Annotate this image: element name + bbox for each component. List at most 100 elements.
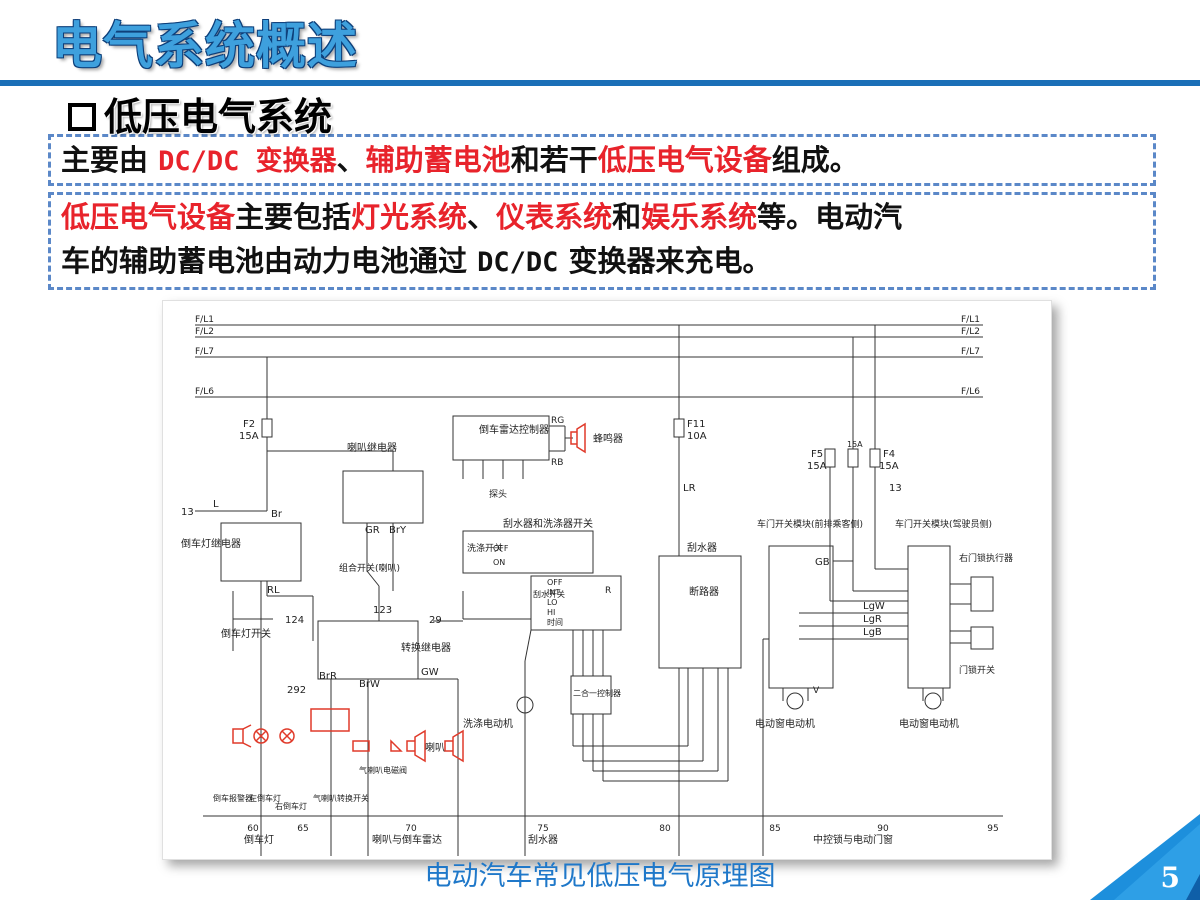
fuse-f2-rating: 15A bbox=[239, 431, 259, 442]
axis-tick-90: 90 bbox=[877, 824, 889, 834]
wiper-motor-label: 刮水器 bbox=[687, 541, 717, 554]
horn-label: 喇叭 bbox=[425, 742, 445, 754]
wire-label-r: R bbox=[605, 586, 611, 596]
highlight-lighting: 灯光系统 bbox=[351, 200, 468, 234]
wiper-mode-int: INT bbox=[547, 588, 560, 597]
bus-label-fl6-left: F/L6 bbox=[195, 387, 214, 397]
wire-label-v: V bbox=[813, 686, 820, 696]
fuse-f4-rating: 15A bbox=[879, 461, 899, 472]
fuse-f11-label: F11 bbox=[687, 419, 705, 430]
fuse-f3-rating: 15A bbox=[847, 440, 863, 449]
bus-label-fl1-right: F/L1 bbox=[961, 315, 980, 325]
text-run: 主要由 bbox=[61, 143, 159, 177]
combo-controller-label: 二合一控制器 bbox=[573, 688, 621, 698]
section-label-wiper: 刮水器 bbox=[528, 833, 558, 846]
section-heading: 低压电气系统 bbox=[68, 92, 332, 142]
node-13-left: 13 bbox=[181, 507, 194, 518]
fuse-f5-rating: 15A bbox=[807, 461, 827, 472]
bus-label-fl1-left: F/L1 bbox=[195, 315, 214, 325]
fuse-f4-label: F4 bbox=[883, 449, 895, 460]
door-module-passenger-label: 车门开关模块(前排乘客侧) bbox=[757, 518, 863, 530]
section-label-horn-radar: 喇叭与倒车雷达 bbox=[372, 833, 442, 846]
window-motor-1-label: 电动窗电动机 bbox=[755, 717, 815, 730]
text-run: 、 bbox=[467, 200, 497, 234]
wiper-mode-off: OFF bbox=[547, 578, 563, 587]
section-label-reverse-light: 倒车灯 bbox=[244, 833, 274, 846]
slide-title: 电气系统概述 bbox=[52, 17, 358, 75]
intro-paragraph-box: 主要由 DC/DC 变换器、辅助蓄电池和若干低压电气设备组成。 bbox=[48, 134, 1156, 186]
intro-paragraph: 主要由 DC/DC 变换器、辅助蓄电池和若干低压电气设备组成。 bbox=[51, 137, 1153, 185]
washer-motor-label: 洗涤电动机 bbox=[463, 717, 513, 730]
fuse-f5-label: F5 bbox=[811, 449, 823, 460]
wire-label-lgb: LgB bbox=[863, 627, 882, 638]
bus-label-fl6-right: F/L6 bbox=[961, 387, 980, 397]
text-run: 和若干 bbox=[510, 143, 598, 177]
text-run: 车的辅助蓄电池由动力电池通过 bbox=[61, 244, 478, 278]
wire-label-bry: BrY bbox=[389, 525, 407, 536]
wire-label-lgr: LgR bbox=[863, 614, 882, 625]
axis-tick-80: 80 bbox=[659, 824, 671, 834]
axis-tick-95: 95 bbox=[987, 824, 998, 834]
bus-label-fl7-left: F/L7 bbox=[195, 347, 214, 357]
section-label-lock-window: 中控锁与电动门窗 bbox=[813, 833, 893, 846]
axis-tick-65: 65 bbox=[297, 824, 308, 834]
highlight-battery: 辅助蓄电池 bbox=[365, 143, 511, 177]
text-run: 等。电动汽 bbox=[757, 200, 903, 234]
node-29: 29 bbox=[429, 615, 442, 626]
node-123: 123 bbox=[373, 605, 392, 616]
bus-label-fl2-right: F/L2 bbox=[961, 327, 980, 337]
probe-label: 探头 bbox=[489, 488, 507, 500]
wire-label-rg: RG bbox=[551, 416, 564, 426]
highlight-lv-devices: 低压电气设备 bbox=[61, 200, 236, 234]
text-run: 和 bbox=[612, 200, 642, 234]
text-run: 主要包括 bbox=[235, 200, 352, 234]
wire-label-brr: BrR bbox=[319, 671, 337, 682]
wire-label-l: L bbox=[213, 499, 219, 510]
wiper-mode-lo: LO bbox=[547, 598, 557, 607]
square-bullet-icon bbox=[68, 103, 96, 131]
wire-label-gr: GR bbox=[365, 525, 380, 536]
bus-label-fl2-left: F/L2 bbox=[195, 327, 214, 337]
title-rule bbox=[0, 80, 1200, 86]
switch-relay-label: 转换继电器 bbox=[401, 641, 451, 654]
buzzer-label: 蜂鸣器 bbox=[593, 432, 623, 445]
wiper-mode-hi: HI bbox=[547, 608, 555, 617]
wash-off-label: OFF bbox=[493, 544, 509, 553]
bus-label-fl7-right: F/L7 bbox=[961, 347, 980, 357]
door-lock-switch-label: 门锁开关 bbox=[959, 664, 995, 676]
wiper-switch-side-label: 刮水开关 bbox=[533, 589, 565, 599]
radar-controller-label: 倒车雷达控制器 bbox=[479, 423, 549, 436]
highlight-lv-devices: 低压电气设备 bbox=[597, 143, 772, 177]
wire-label-brw: BrW bbox=[359, 679, 380, 690]
horn-switch-label: 气喇叭转换开关 bbox=[313, 793, 369, 803]
wire-label-gw: GW bbox=[421, 667, 439, 678]
wash-on-label: ON bbox=[493, 558, 505, 567]
combo-switch-label: 组合开关(喇叭) bbox=[339, 562, 400, 574]
right-lock-label: 右门锁执行器 bbox=[959, 552, 1013, 564]
window-motor-2-label: 电动窗电动机 bbox=[899, 717, 959, 730]
text-run: 组成。 bbox=[771, 143, 859, 177]
air-horn-valve-label: 气喇叭电磁阀 bbox=[359, 765, 407, 775]
text-run: DC/DC bbox=[477, 247, 559, 278]
fuse-f2-label: F2 bbox=[243, 419, 255, 430]
node-13-right: 13 bbox=[889, 483, 902, 494]
page-corner-decoration bbox=[1090, 814, 1200, 900]
axis-tick-85: 85 bbox=[769, 824, 780, 834]
highlight-entertainment: 娱乐系统 bbox=[641, 200, 758, 234]
circuit-diagram: F/L1 F/L2 F/L7 F/L6 F/L1 F/L2 F/L7 F/L6 … bbox=[162, 300, 1052, 860]
horn-relay-label: 喇叭继电器 bbox=[347, 441, 397, 454]
circuit-diagram-svg: F/L1 F/L2 F/L7 F/L6 F/L1 F/L2 F/L7 F/L6 … bbox=[181, 315, 1013, 856]
node-124: 124 bbox=[285, 615, 304, 626]
wire-label-lgw: LgW bbox=[863, 601, 885, 612]
detail-paragraph-line-2: 车的辅助蓄电池由动力电池通过 DC/DC 变换器来充电。 bbox=[51, 239, 1153, 285]
fuse-f11-rating: 10A bbox=[687, 431, 707, 442]
axis-tick-75: 75 bbox=[537, 824, 548, 834]
reverse-alarm-label: 倒车报警器 bbox=[213, 793, 253, 803]
wire-label-br: Br bbox=[271, 509, 283, 520]
left-reverse-lamp-label: 左倒车灯 bbox=[249, 793, 281, 803]
section-heading-text: 低压电气系统 bbox=[104, 95, 333, 139]
wire-label-rb: RB bbox=[551, 458, 563, 468]
detail-paragraph-line-1: 低压电气设备主要包括灯光系统、仪表系统和娱乐系统等。电动汽 bbox=[51, 195, 1153, 239]
highlight-instrument: 仪表系统 bbox=[496, 200, 613, 234]
text-run: 、 bbox=[336, 143, 366, 177]
